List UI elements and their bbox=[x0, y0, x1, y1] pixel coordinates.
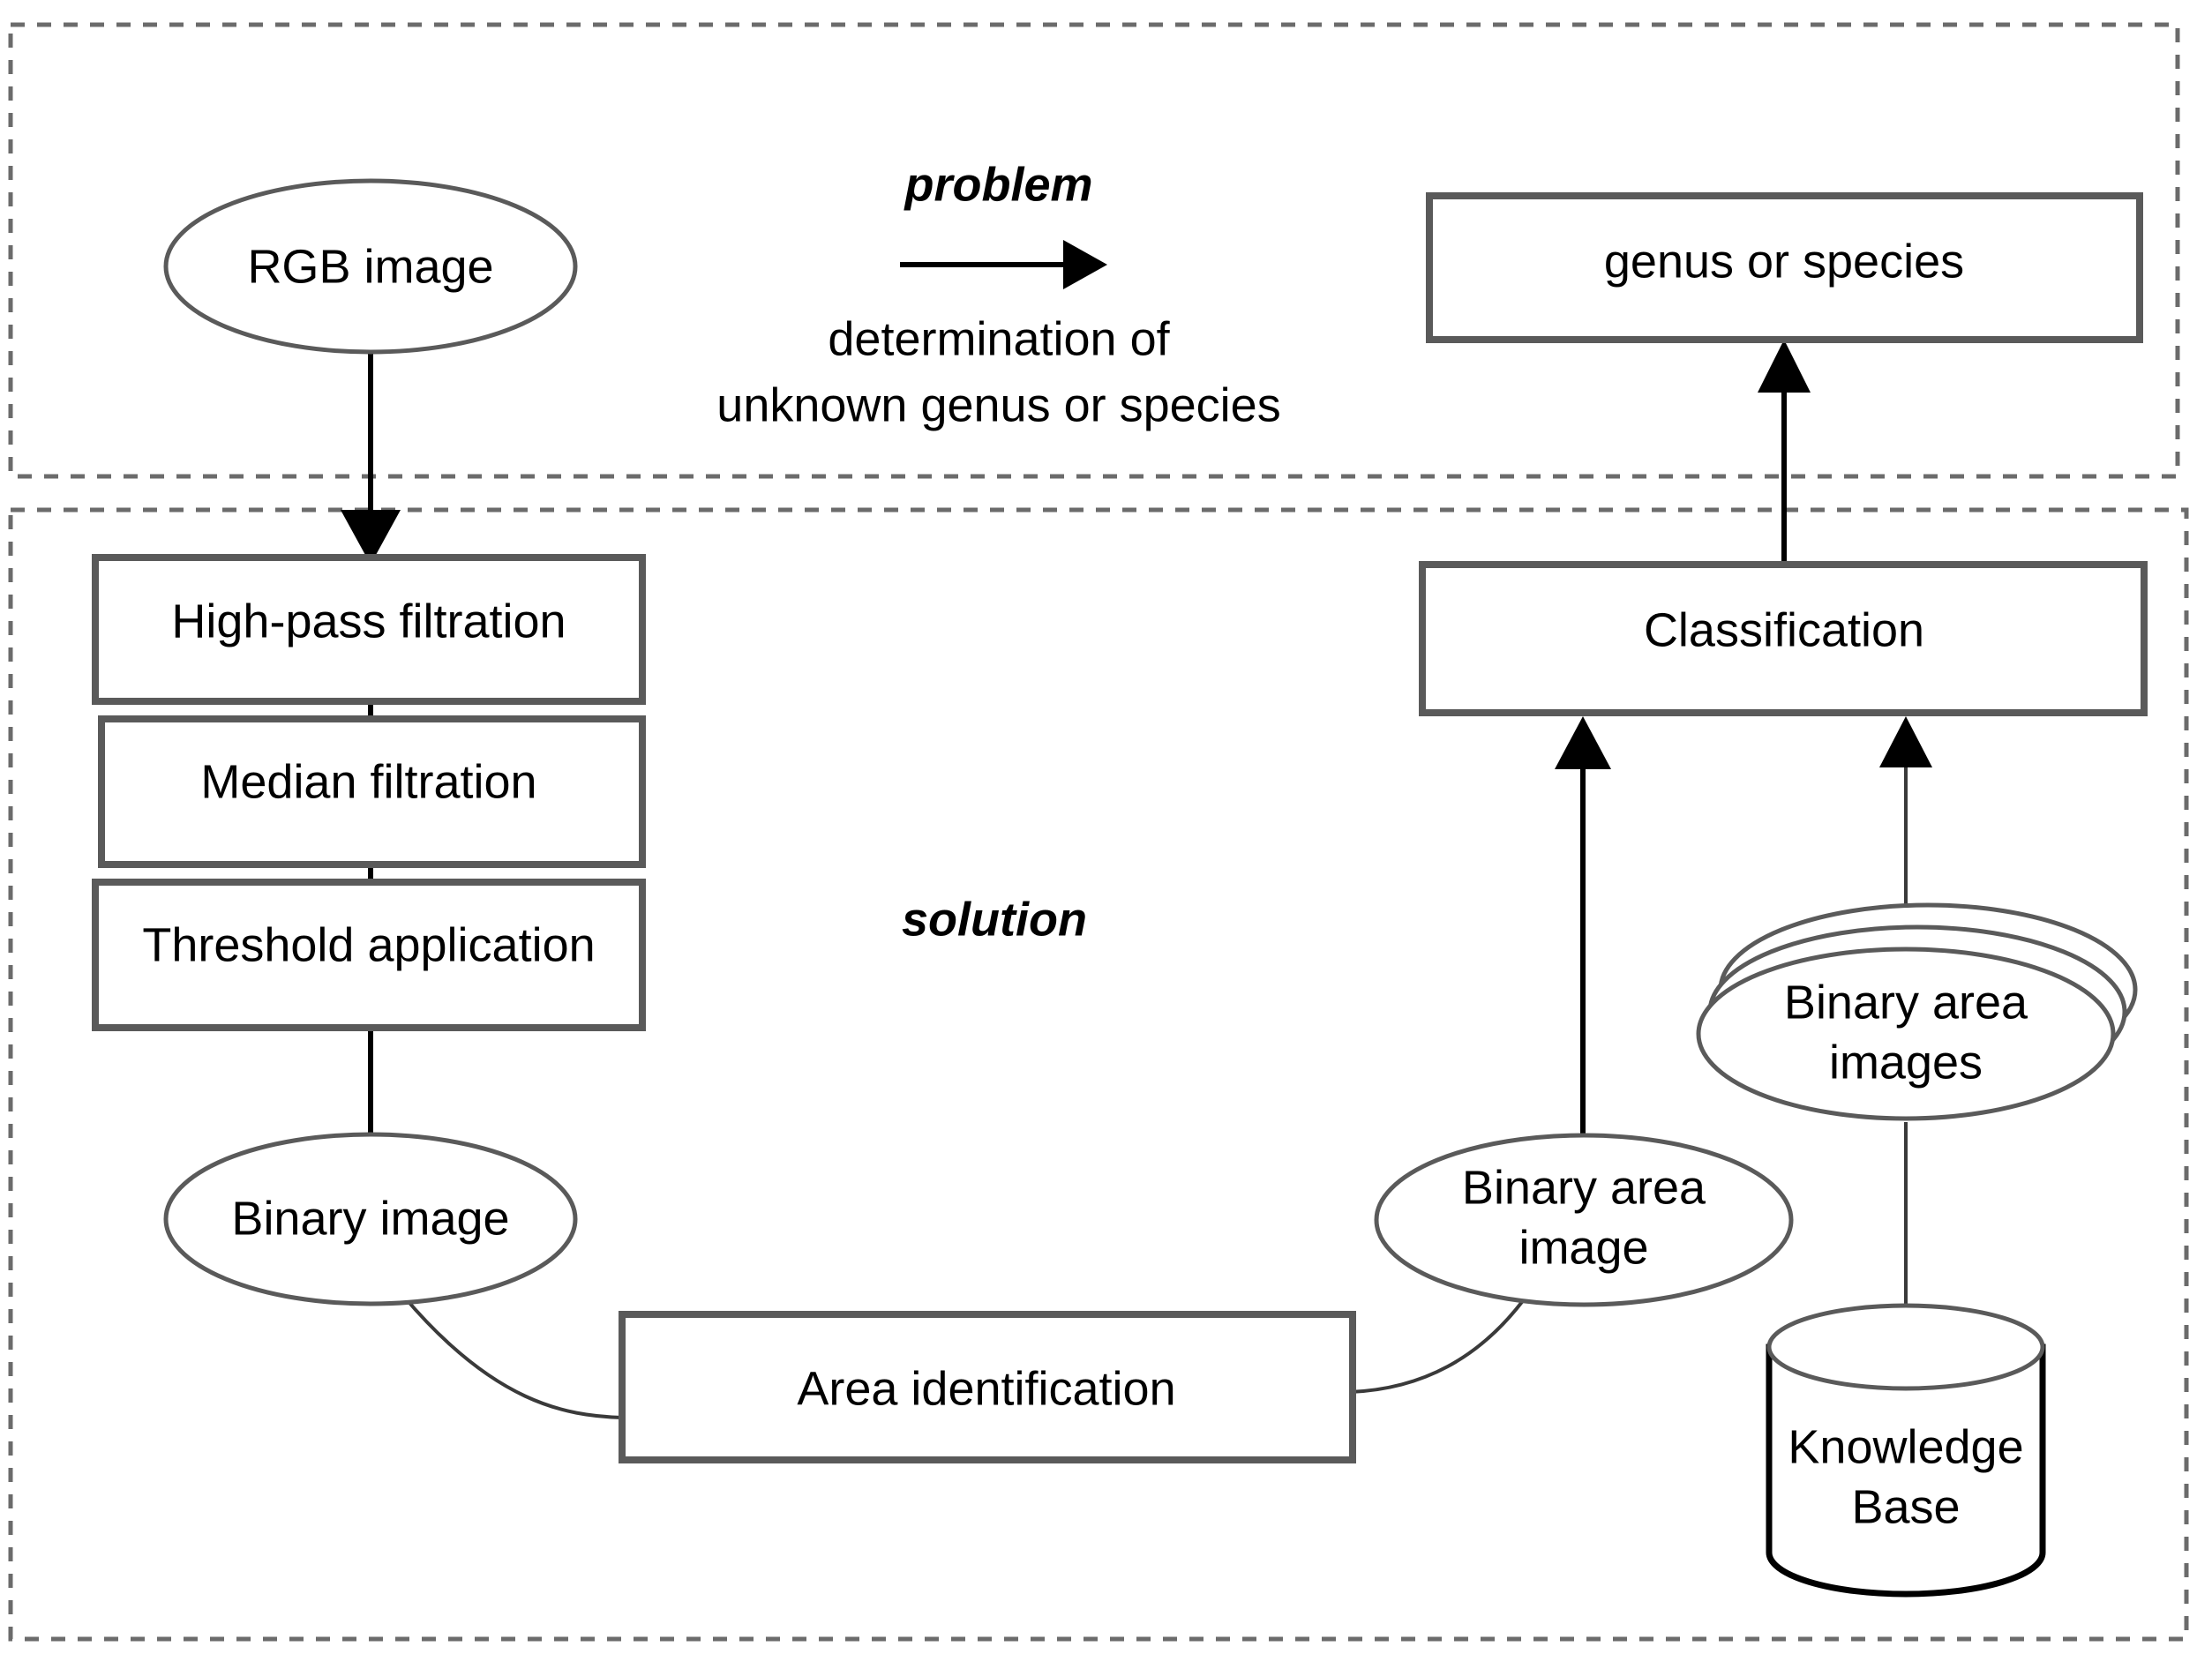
node-knowledge-base[interactable]: Knowledge Base bbox=[1766, 1303, 2046, 1598]
node-genus-or-species-label: genus or species bbox=[1604, 235, 1964, 288]
node-binary-image[interactable]: Binary image bbox=[163, 1132, 578, 1306]
node-binary-area-image-label-line2: image bbox=[1518, 1221, 1648, 1274]
node-high-pass-filtration-label: High-pass filtration bbox=[171, 595, 566, 647]
node-rgb-image[interactable]: RGB image bbox=[163, 178, 578, 355]
cylinder-body bbox=[1766, 1343, 2046, 1598]
node-threshold-application-label: Threshold application bbox=[142, 918, 595, 971]
node-knowledge-base-label-line2: Base bbox=[1851, 1480, 1960, 1533]
node-threshold-application[interactable]: Threshold application bbox=[92, 879, 646, 1031]
annotation-problem-desc-line1: determination of bbox=[828, 312, 1170, 365]
problem-container bbox=[8, 22, 2180, 479]
node-binary-area-image-label-line1: Binary area bbox=[1462, 1161, 1706, 1214]
node-area-identification[interactable]: Area identification bbox=[619, 1311, 1356, 1463]
node-knowledge-base-label-line1: Knowledge bbox=[1788, 1420, 2023, 1473]
stacked-ellipse-front bbox=[1696, 947, 2116, 1121]
solution-container bbox=[8, 507, 2189, 1642]
edge-classification-to-genus bbox=[1758, 340, 1811, 565]
node-genus-or-species[interactable]: genus or species bbox=[1426, 192, 2143, 343]
annotation-problem-desc-line2: unknown genus or species bbox=[716, 378, 1280, 431]
annotation-solution: solution bbox=[902, 893, 1087, 946]
node-binary-image-label: Binary image bbox=[231, 1192, 509, 1245]
node-binary-area-images-label-line1: Binary area bbox=[1784, 976, 2028, 1029]
node-binary-area-image[interactable]: Binary area image bbox=[1374, 1133, 1794, 1307]
cylinder-top bbox=[1766, 1303, 2045, 1391]
annotation-problem: problem bbox=[903, 158, 1092, 211]
node-high-pass-filtration[interactable]: High-pass filtration bbox=[92, 554, 646, 705]
node-median-filtration[interactable]: Median filtration bbox=[98, 715, 646, 868]
node-area-identification-label: Area identification bbox=[797, 1362, 1175, 1415]
node-classification[interactable]: Classification bbox=[1419, 561, 2148, 716]
node-binary-area-images[interactable]: Binary area images bbox=[1696, 902, 2138, 1121]
node-binary-area-images-label-line2: images bbox=[1829, 1036, 1983, 1089]
edge-binaryareaimage-to-classification bbox=[1555, 716, 1611, 1147]
edge-areaid-to-binaryareaimage bbox=[1349, 1282, 1537, 1394]
problem-arrow bbox=[900, 240, 1107, 289]
node-classification-label: Classification bbox=[1644, 603, 1924, 656]
node-median-filtration-label: Median filtration bbox=[200, 755, 536, 808]
edge-rgb-to-highpass bbox=[341, 351, 401, 565]
node-rgb-image-label: RGB image bbox=[247, 240, 493, 293]
edge-binaryimage-to-areaid bbox=[402, 1295, 623, 1419]
